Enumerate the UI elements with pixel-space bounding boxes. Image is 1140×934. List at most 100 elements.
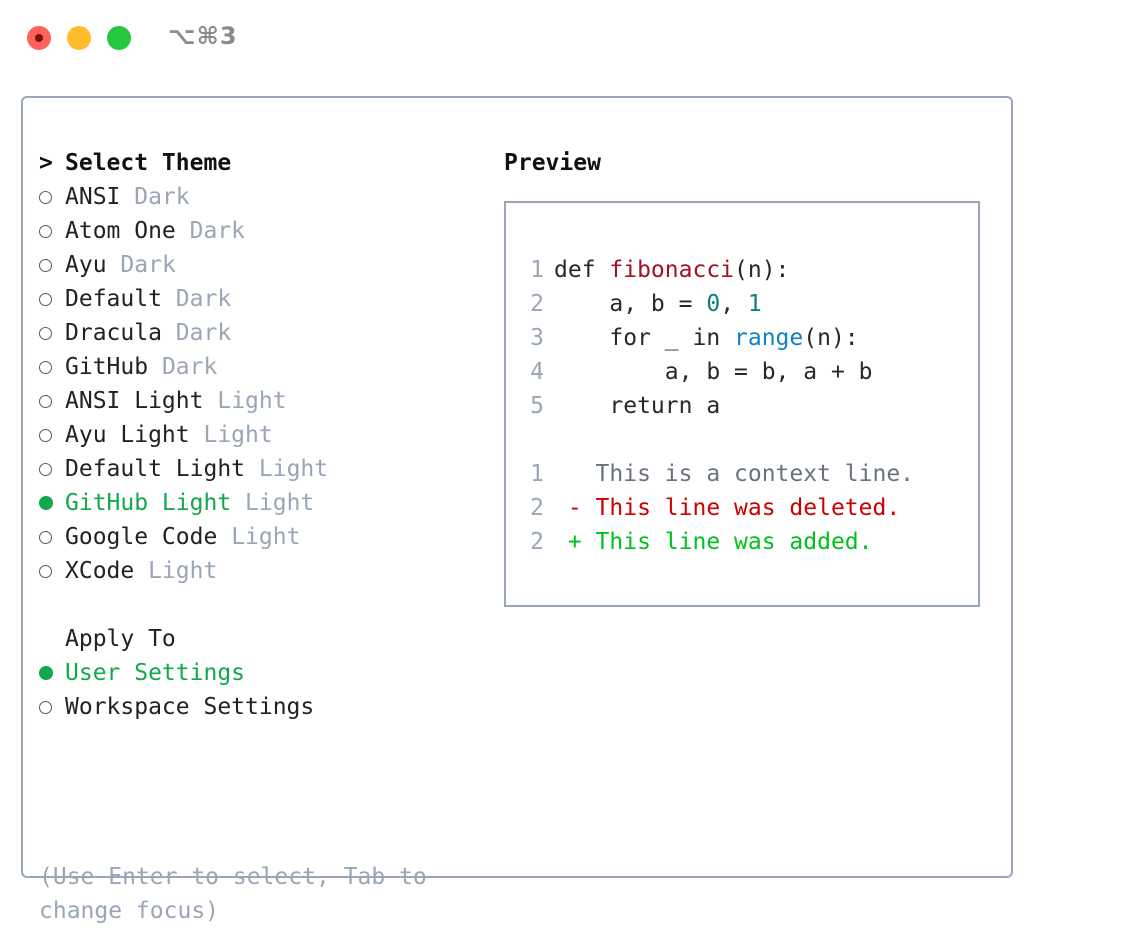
code-token: - This line was deleted. <box>554 495 901 521</box>
theme-variant-tag: Light <box>217 388 287 414</box>
theme-item-label: GitHub Light <box>65 490 232 516</box>
theme-item-label: Google Code <box>65 524 218 550</box>
code-token: (n): <box>803 325 859 351</box>
theme-item-ayu-light[interactable]: Ayu Light Light <box>39 418 479 452</box>
theme-variant-tag: Dark <box>175 320 232 346</box>
line-number: 2 <box>530 291 544 317</box>
code-token: a, b = b, a + b <box>554 359 873 385</box>
radio-unselected-icon[interactable] <box>39 560 65 583</box>
code-token: + This line was added. <box>554 529 873 555</box>
theme-item-label: Default Light <box>65 456 246 482</box>
code-token: , <box>720 291 748 317</box>
radio-unselected-icon[interactable] <box>39 390 65 413</box>
theme-variant-tag: Light <box>203 422 273 448</box>
select-theme-header: > Select Theme <box>39 146 479 180</box>
line-number: 1 <box>530 257 544 283</box>
theme-item-label: Ayu Light <box>65 422 190 448</box>
theme-item-google-code[interactable]: Google Code Light <box>39 520 479 554</box>
theme-variant-tag: Dark <box>161 354 218 380</box>
theme-item-label: Default <box>65 286 162 312</box>
line-number: 2 <box>530 495 544 521</box>
code-token: a, b = <box>554 291 707 317</box>
code-line: 1 This is a context line. <box>520 457 914 491</box>
code-token: 0 <box>706 291 721 317</box>
minimize-window-icon[interactable] <box>67 26 91 50</box>
theme-item-xcode[interactable]: XCode Light <box>39 554 479 588</box>
radio-unselected-icon[interactable] <box>39 458 65 481</box>
theme-item-default[interactable]: Default Dark <box>39 282 479 316</box>
section-spacer <box>39 588 479 622</box>
maximize-window-icon[interactable] <box>107 26 131 50</box>
theme-item-github[interactable]: GitHub Dark <box>39 350 479 384</box>
theme-item-ansi[interactable]: ANSI Dark <box>39 180 479 214</box>
theme-variant-tag: Dark <box>134 184 190 210</box>
radio-unselected-icon[interactable] <box>39 288 65 311</box>
theme-variant-tag: Dark <box>189 218 246 244</box>
theme-item-github-light[interactable]: GitHub Light Light <box>39 486 479 520</box>
code-blank-line <box>520 423 914 457</box>
code-token: This is a context line. <box>554 461 915 487</box>
code-token: 1 <box>747 291 762 317</box>
code-line: 4 a, b = b, a + b <box>520 355 914 389</box>
code-token: range <box>734 325 804 351</box>
theme-variant-tag: Light <box>231 524 301 550</box>
apply-to-item-user-settings[interactable]: User Settings <box>39 656 479 690</box>
keyboard-shortcut-label: ⌥⌘3 <box>168 22 238 50</box>
close-window-icon[interactable] <box>27 26 51 50</box>
apply-to-item-label: User Settings <box>65 660 246 686</box>
code-line: 2 a, b = 0, 1 <box>520 287 914 321</box>
radio-selected-icon[interactable] <box>39 662 65 685</box>
theme-item-default-light[interactable]: Default Light Light <box>39 452 479 486</box>
select-theme-title: Select Theme <box>65 150 232 176</box>
theme-item-label: Ayu <box>65 252 107 278</box>
caret-icon: > <box>39 149 53 176</box>
keyboard-hint: (Use Enter to select, Tab to change focu… <box>39 864 441 924</box>
radio-unselected-icon[interactable] <box>39 356 65 379</box>
theme-item-atom-one[interactable]: Atom One Dark <box>39 214 479 248</box>
theme-item-label: Atom One <box>65 218 176 244</box>
apply-to-item-label: Workspace Settings <box>65 694 315 720</box>
title-bar: ⌥⌘3 <box>0 0 1140 78</box>
apply-to-item-workspace-settings[interactable]: Workspace Settings <box>39 690 479 724</box>
theme-variant-tag: Light <box>245 490 315 516</box>
radio-selected-icon[interactable] <box>39 492 65 515</box>
radio-unselected-icon[interactable] <box>39 254 65 277</box>
theme-variant-tag: Light <box>148 558 218 584</box>
theme-item-ayu[interactable]: Ayu Dark <box>39 248 479 282</box>
theme-item-label: GitHub <box>65 354 149 380</box>
code-token: return a <box>554 393 721 419</box>
apply-to-header: Apply To <box>39 622 479 656</box>
radio-unselected-icon[interactable] <box>39 424 65 447</box>
line-number: 2 <box>530 529 544 555</box>
theme-item-label: ANSI Light <box>65 388 204 414</box>
radio-unselected-icon[interactable] <box>39 696 65 719</box>
code-line: 2 + This line was added. <box>520 525 914 559</box>
code-token: fibonacci <box>609 257 735 283</box>
radio-unselected-icon[interactable] <box>39 186 65 209</box>
theme-variant-tag: Dark <box>175 286 232 312</box>
code-line: 2 - This line was deleted. <box>520 491 914 525</box>
apply-to-title: Apply To <box>65 626 176 652</box>
theme-item-label: Dracula <box>65 320 162 346</box>
theme-item-dracula[interactable]: Dracula Dark <box>39 316 479 350</box>
preview-title: Preview <box>504 150 601 176</box>
theme-variant-tag: Dark <box>120 252 176 278</box>
code-token: (n): <box>734 257 790 283</box>
theme-item-ansi-light[interactable]: ANSI Light Light <box>39 384 479 418</box>
radio-unselected-icon[interactable] <box>39 526 65 549</box>
traffic-light-buttons <box>27 26 131 50</box>
line-number: 5 <box>530 393 544 419</box>
line-number: 4 <box>530 359 544 385</box>
code-line: 3 for _ in range(n): <box>520 321 914 355</box>
radio-unselected-icon[interactable] <box>39 220 65 243</box>
theme-variant-tag: Light <box>258 456 329 482</box>
line-number: 1 <box>530 461 544 487</box>
radio-unselected-icon[interactable] <box>39 322 65 345</box>
